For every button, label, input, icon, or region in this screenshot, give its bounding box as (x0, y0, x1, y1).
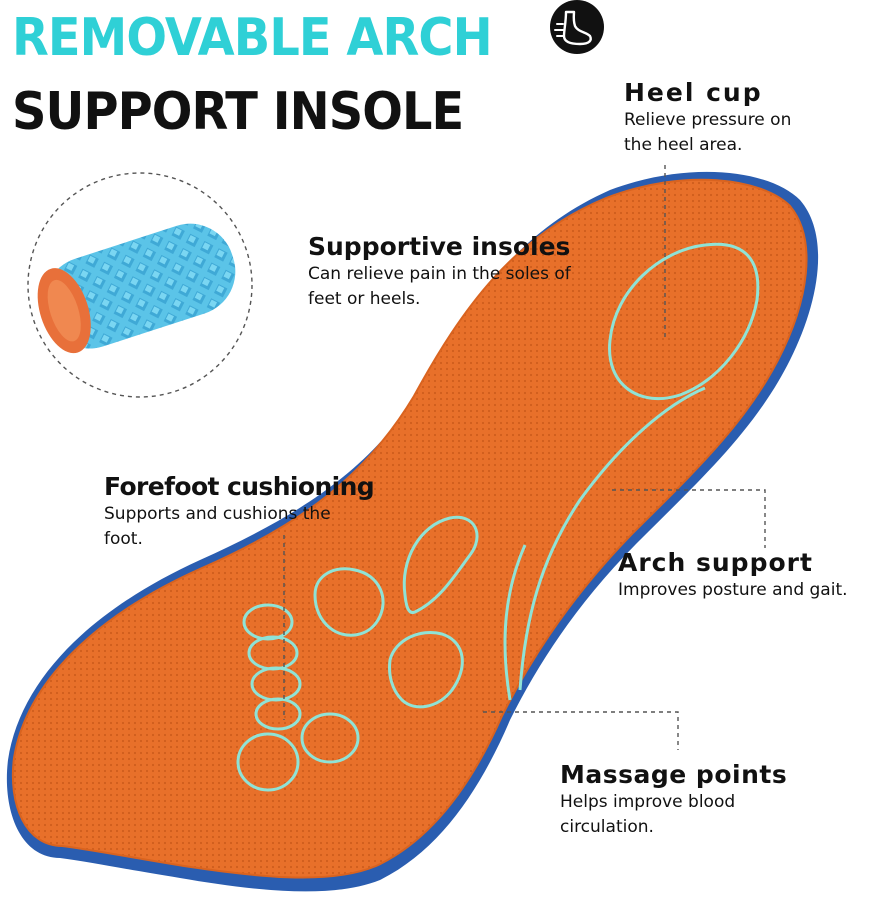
callout-title: Supportive insoles (308, 232, 571, 261)
insole-image (6, 171, 819, 892)
callout-desc: Relieve pressure on the heel area. (624, 110, 792, 155)
callout-desc: Helps improve blood circulation. (560, 792, 736, 837)
headline-line-2: SUPPORT INSOLE (12, 82, 464, 142)
callout-desc: Supports and cushions the foot. (104, 504, 331, 549)
callout-desc: Can relieve pain in the soles of feet or… (308, 264, 571, 309)
foam-detail-inset (27, 172, 253, 398)
callout-massage-points: Massage points Helps improve blood circu… (560, 760, 820, 840)
callout-desc: Improves posture and gait. (618, 580, 848, 600)
callout-supportive-insoles: Supportive insoles Can relieve pain in t… (308, 232, 588, 312)
arch-support-leader (612, 489, 766, 548)
callout-arch-support: Arch support Improves posture and gait. (618, 548, 881, 603)
callout-title: Heel cup (624, 78, 763, 107)
foot-logo-icon (550, 0, 604, 54)
callout-title: Massage points (560, 760, 788, 789)
callout-title: Forefoot cushioning (104, 472, 375, 501)
leader-lines (283, 165, 766, 750)
callout-title: Arch support (618, 548, 813, 577)
massage-points-leader (483, 711, 679, 750)
callout-heel-cup: Heel cup Relieve pressure on the heel ar… (624, 78, 824, 158)
headline-line-1: REMOVABLE ARCH (12, 8, 493, 68)
callout-forefoot-cushioning: Forefoot cushioning Supports and cushion… (104, 472, 375, 552)
